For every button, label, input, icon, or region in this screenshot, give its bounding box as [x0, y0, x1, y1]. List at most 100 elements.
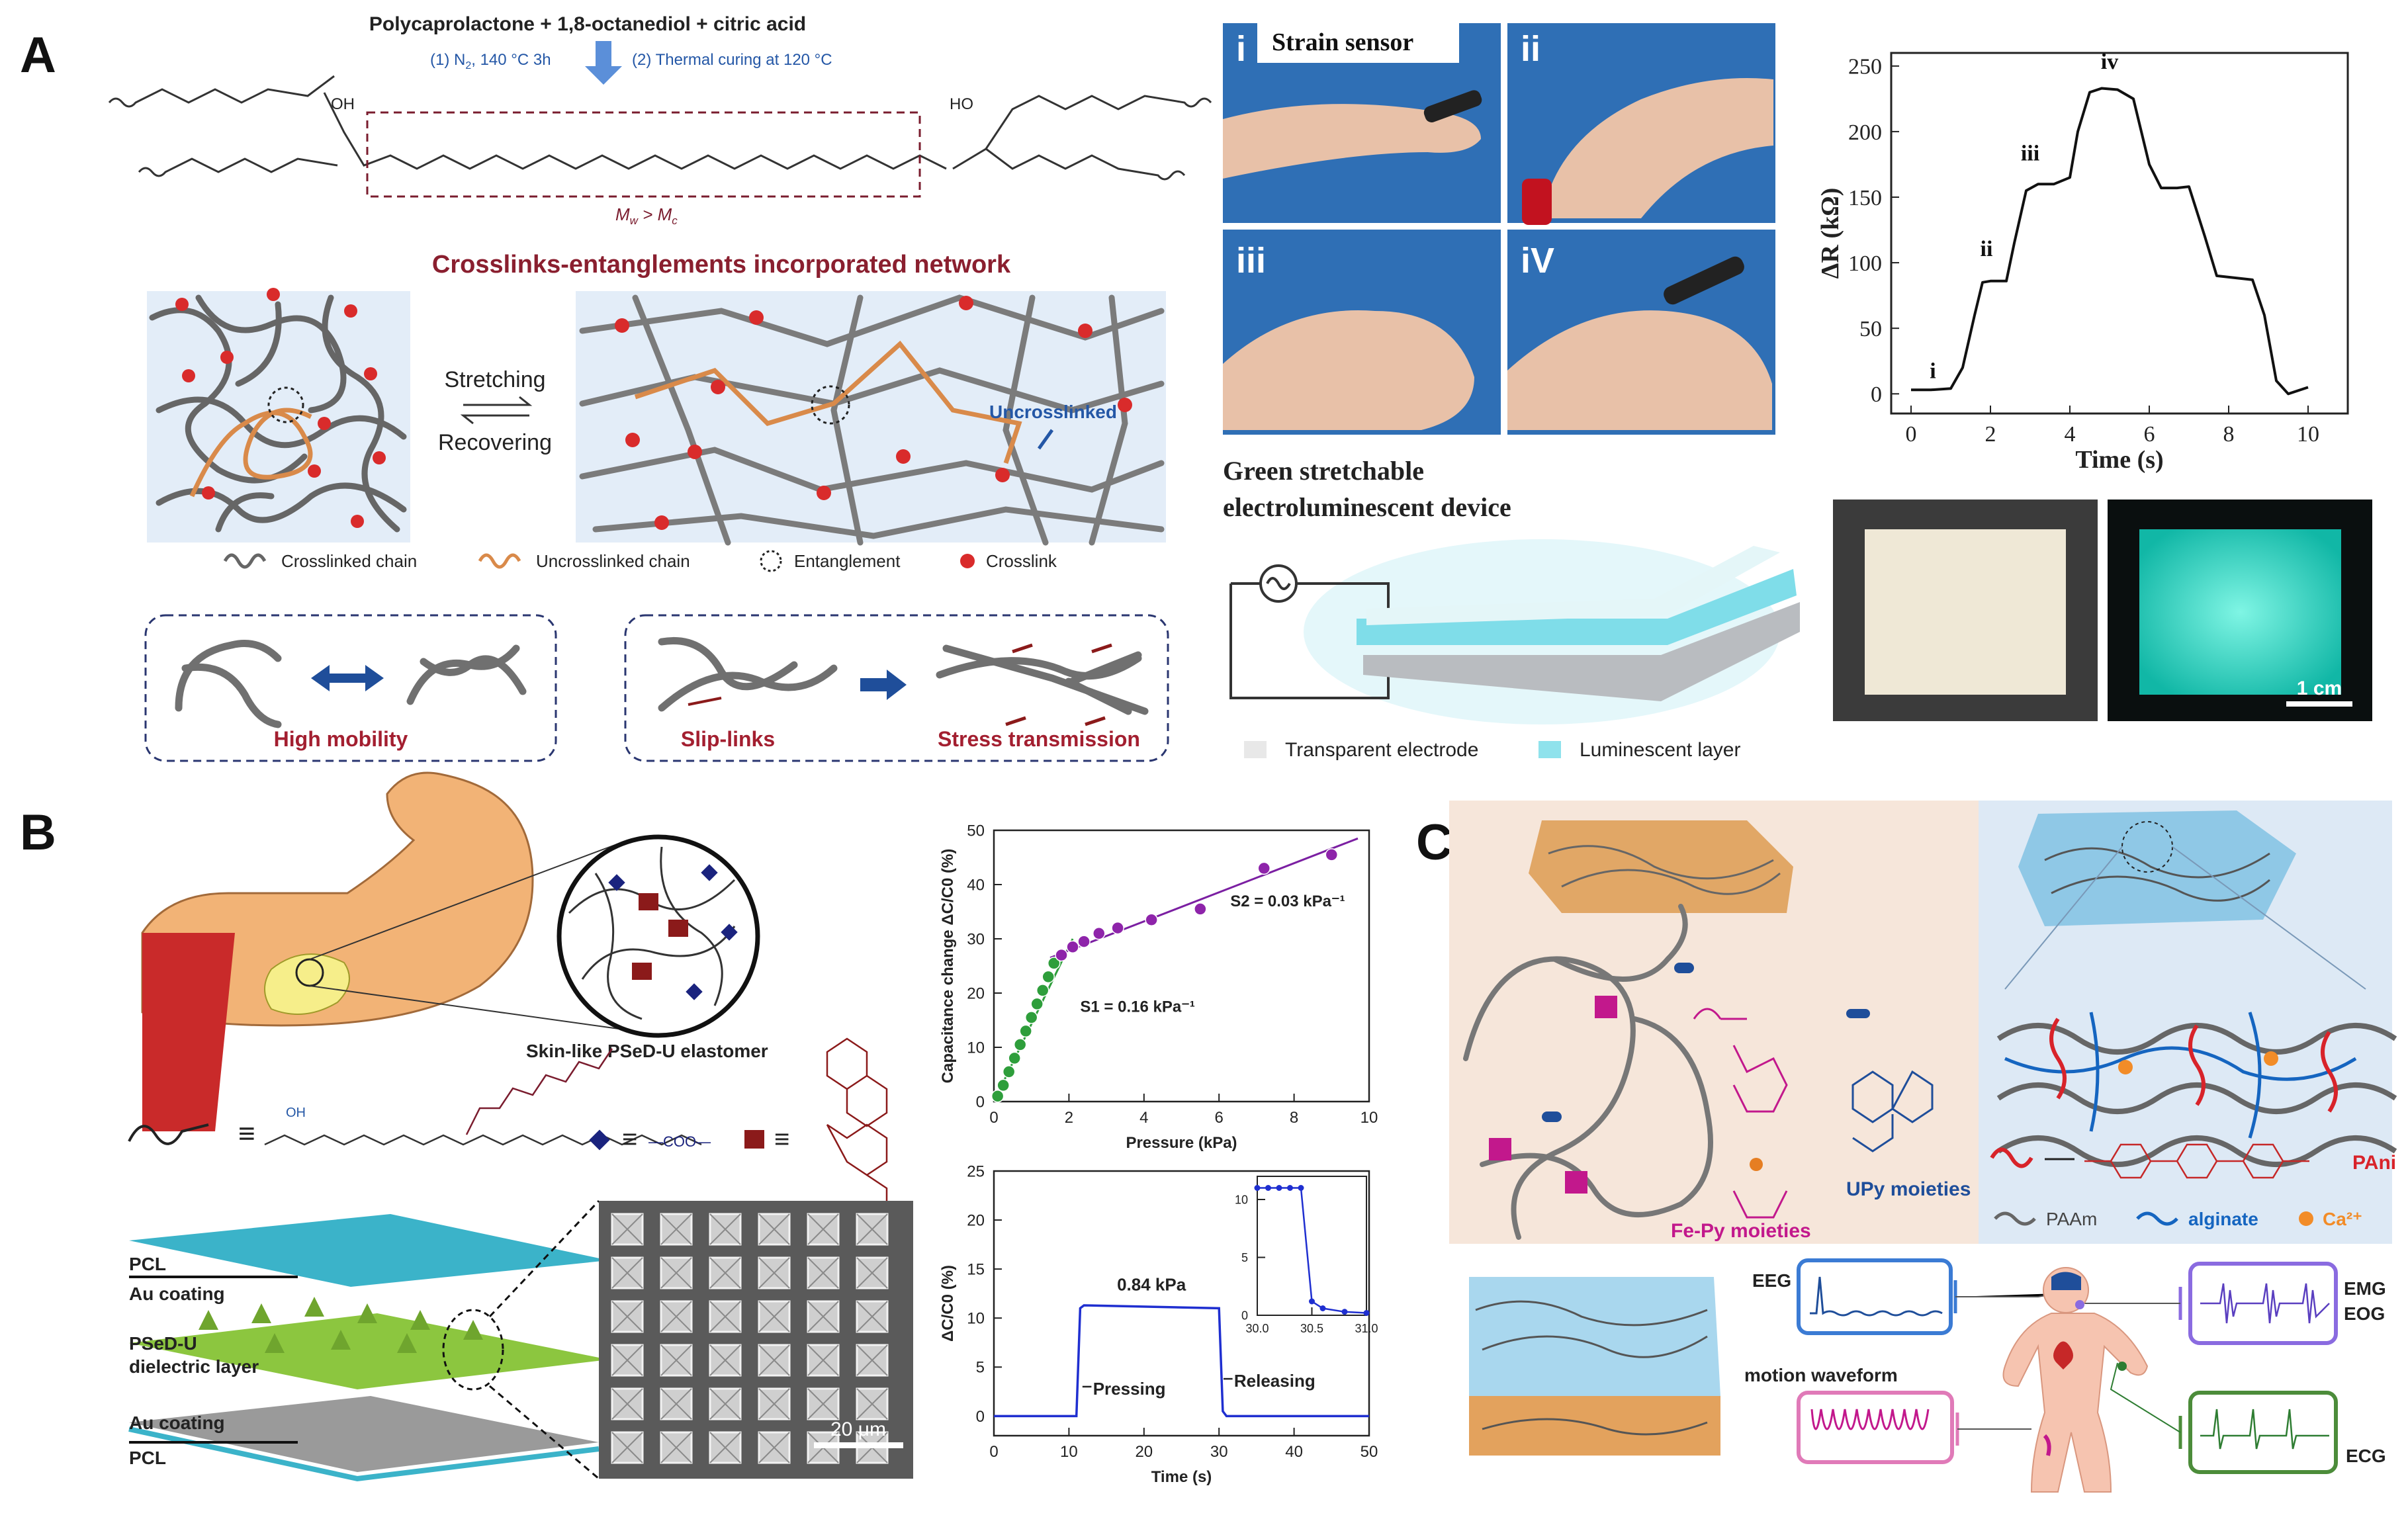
motion-waveform-box	[1797, 1391, 1954, 1464]
equiv-1: ≡	[238, 1117, 255, 1150]
chart-b1-xtick-label: 4	[1139, 1109, 1148, 1127]
strain-sensor-label-bg	[1257, 23, 1459, 63]
equiv-2: ≡	[622, 1125, 637, 1154]
mw-gt-mc: Mw > Mc	[615, 204, 678, 227]
skin-like-label: Skin-like PSeD-U elastomer	[526, 1041, 768, 1061]
chart-b2-inset-xtick-label: 31.0	[1355, 1322, 1378, 1335]
chem-title: Polycaprolactone + 1,8-octanediol + citr…	[369, 13, 806, 35]
fe-py-links	[1489, 996, 1617, 1194]
arm	[141, 771, 534, 1027]
chart-b1-annotation-s2: S2 = 0.03 kPa⁻¹	[1230, 893, 1345, 910]
skin-patch	[264, 953, 350, 1015]
sem-pyramid-edges	[660, 1213, 692, 1245]
fe-ion	[1750, 1158, 1763, 1171]
entanglement-relaxed	[267, 386, 304, 423]
legend-electrode: Transparent electrode	[1285, 739, 1478, 761]
fe-py-network	[1463, 904, 1713, 1240]
chart-b1-ytick-label: 20	[967, 984, 985, 1002]
chart-a-ytick-label: 0	[1871, 382, 1882, 407]
sem-pyramid-edges	[758, 1301, 790, 1332]
sem-pyramid-edges	[807, 1257, 839, 1289]
sem-pyramid-edges	[709, 1432, 741, 1463]
chart-b1-point-series-1	[1047, 957, 1061, 970]
legend-alginate: alginate	[2188, 1209, 2258, 1229]
chart-b2-ylabel: ΔC/C0 (%)	[939, 1265, 957, 1342]
equiv-3: ≡	[774, 1125, 789, 1154]
sem-pyramid-edges	[807, 1213, 839, 1245]
chart-b1-ytick-label: 0	[976, 1093, 985, 1111]
chart-b1-ytick-label: 50	[967, 822, 985, 840]
chart-b1-point-series-1	[1002, 1065, 1016, 1078]
photo-label-i: i	[1236, 29, 1246, 69]
chart-b2-inset-ytick-label: 0	[1241, 1309, 1248, 1322]
sem-pyramid-edges	[611, 1301, 643, 1332]
eeg-lead	[1955, 1293, 2059, 1297]
chart-b2-inset-ytick-label: 5	[1241, 1251, 1248, 1264]
ca-node-1	[2118, 1060, 2133, 1074]
upy-label: UPy moieties	[1846, 1178, 1971, 1200]
bilayer-gel-top	[1469, 1277, 1720, 1396]
chart-a-series-line	[1911, 87, 2309, 396]
chart-b2-xtick-label: 50	[1360, 1443, 1378, 1461]
scale-bar-line	[2286, 701, 2352, 707]
polymer-structure	[108, 75, 1212, 181]
network-title: Crosslinks-entanglements incorporated ne…	[432, 251, 1011, 279]
photo-label-ii: ii	[1521, 29, 1540, 69]
sem-pyramid-edges	[807, 1344, 839, 1376]
upy-side-chain	[465, 1048, 613, 1135]
chart-b1-point-series-2	[1093, 927, 1106, 940]
sem-pyramid-edges	[660, 1344, 692, 1376]
pyramid-zoom-ellipse	[442, 1309, 504, 1391]
high-mobility-label: High mobility	[274, 727, 408, 751]
chart-a-point-label: ii	[1981, 237, 1993, 261]
stretched-chains	[579, 294, 1165, 546]
sem-pyramid-edges	[709, 1213, 741, 1245]
signal-eeg-label: EEG	[1752, 1270, 1791, 1291]
layer-dielectric: dielectric layer	[129, 1356, 259, 1377]
repeat-unit-box	[366, 111, 921, 198]
oh-label-right: HO	[950, 95, 973, 113]
legend-crosslink: Crosslink	[986, 551, 1057, 571]
panel-label-c: C	[1416, 814, 1452, 871]
slip-chains	[658, 637, 1149, 715]
chart-b1-ytick-label: 40	[967, 876, 985, 894]
chart-b2-ytick-label: 5	[976, 1359, 985, 1377]
sem-pyramid-grid	[611, 1213, 889, 1464]
chart-a-point-label: i	[1930, 359, 1936, 383]
recovering-label: Recovering	[438, 430, 552, 455]
eeg-waveform	[1810, 1276, 1943, 1317]
chart-b1-xtick-label: 10	[1360, 1109, 1378, 1127]
chart-b2-xlabel: Time (s)	[1151, 1468, 1212, 1486]
layer-pcl-top: PCL	[129, 1254, 166, 1274]
ecg-electrode	[2118, 1362, 2127, 1371]
chart-a-ytick-label: 50	[1859, 317, 1882, 341]
device-sample-glowing	[2139, 529, 2341, 695]
reaction-step-1: (1) N2, 140 °C 3h	[430, 51, 551, 71]
sem-pyramid-edges	[611, 1213, 643, 1245]
device-title-2: electroluminescent device	[1223, 492, 1511, 522]
dielectric-pyramids	[199, 1297, 483, 1353]
chart-b1-point-series-2	[1066, 940, 1079, 954]
legend-uncrosslinked-swatch	[478, 553, 521, 569]
fe-py-molecule	[1693, 1008, 1788, 1219]
upy-dimer-icon	[744, 1130, 764, 1149]
chart-a-xtick-label: 6	[2144, 422, 2155, 447]
device-sample-off	[1865, 529, 2066, 695]
alginate-gel-block	[2018, 810, 2296, 926]
sem-pyramid-edges	[660, 1301, 692, 1332]
sem-scale-bar	[814, 1442, 903, 1448]
sem-pyramid-edges	[611, 1388, 643, 1420]
signal-ecg-label: ECG	[2346, 1446, 2386, 1466]
legend-ca-swatch	[2299, 1211, 2313, 1226]
slip-links-box	[624, 614, 1169, 762]
sem-pyramid-edges	[709, 1301, 741, 1332]
legend-alginate-swatch	[2136, 1211, 2178, 1226]
chart-a-xlabel: Time (s)	[2075, 446, 2163, 474]
chart-b2-inset-line	[1257, 1187, 1367, 1314]
legend-luminescent: Luminescent layer	[1580, 739, 1740, 761]
panel-label-b: B	[20, 805, 56, 861]
device-layers	[1357, 546, 1800, 701]
chart-b1-xtick-label: 6	[1215, 1109, 1224, 1127]
